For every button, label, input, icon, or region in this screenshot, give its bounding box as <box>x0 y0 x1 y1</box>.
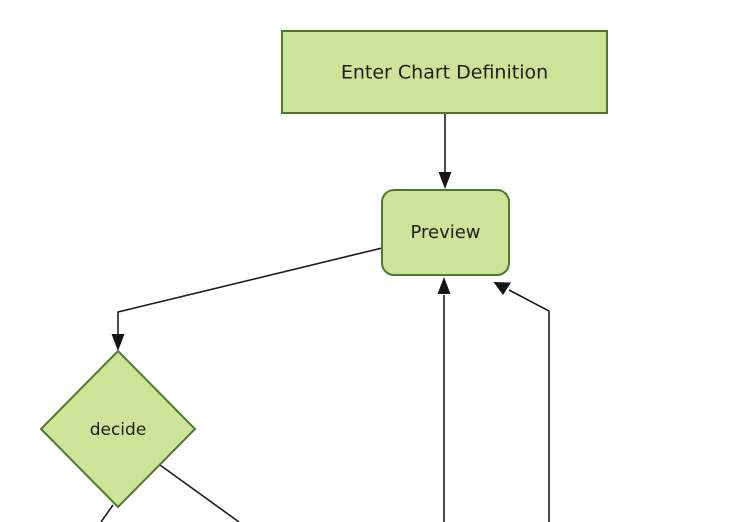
node-label-enter-chart-definition: Enter Chart Definition <box>341 62 548 84</box>
edge-line <box>159 464 240 522</box>
node-group: Enter Chart Definition Preview decide <box>39 30 608 509</box>
edge-return-right-to-preview[interactable] <box>493 282 550 522</box>
node-preview[interactable]: Preview <box>381 189 510 276</box>
node-decide[interactable]: decide <box>39 349 197 509</box>
node-shape-diamond <box>39 349 197 509</box>
edge-decide-bottom-out[interactable] <box>100 504 114 522</box>
node-enter-chart-definition[interactable]: Enter Chart Definition <box>281 30 608 114</box>
arrow-head-icon <box>111 334 125 351</box>
edge-decide-right-out[interactable] <box>159 464 240 522</box>
edge-return-center-to-preview[interactable] <box>437 277 451 522</box>
node-shape-rounded-rectangle <box>381 189 510 276</box>
node-label-preview: Preview <box>410 222 480 243</box>
edge-preview-to-decide[interactable] <box>111 247 383 351</box>
edge-line <box>508 289 550 522</box>
edge-line <box>117 247 383 339</box>
arrow-head-icon <box>437 277 451 294</box>
node-label-decide: decide <box>90 420 147 440</box>
edge-line <box>100 504 114 522</box>
arrow-head-icon <box>438 172 452 189</box>
arrow-head-icon <box>493 282 511 295</box>
node-shape-rectangle <box>281 30 608 114</box>
edge-enter-to-preview[interactable] <box>438 113 452 189</box>
edge-group <box>100 113 550 522</box>
